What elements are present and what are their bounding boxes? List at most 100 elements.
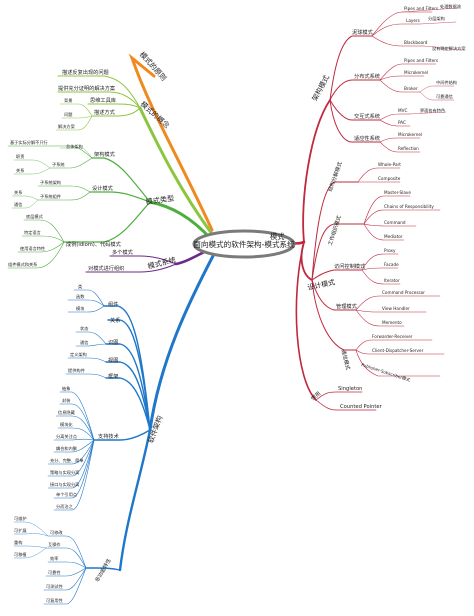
node-sw-nonfunc[interactable]: 非功能特性 (93, 557, 113, 583)
node-adapt-item-1[interactable]: Reflection (398, 146, 419, 151)
node-system-item-0[interactable]: 多个模式 (112, 248, 134, 256)
node-nf-3[interactable]: 可靠性 (48, 569, 61, 576)
edge-work-command (363, 223, 417, 227)
node-tech-6[interactable]: 充分、完整、简单 (50, 457, 84, 464)
node-inter-item-1[interactable]: PAC (398, 120, 406, 125)
node-mud[interactable]: 泥球模式 (352, 28, 374, 36)
node-nf-2[interactable]: 效率 (50, 555, 58, 562)
node-adapt-item-0[interactable]: Microkernel (398, 132, 422, 137)
node-work-item-2[interactable]: Command (384, 220, 406, 225)
node-concept-note-1: 问题 (64, 111, 73, 118)
edge-note-2 (419, 21, 457, 25)
node-mud-item-0[interactable]: Pipes and Filters (404, 6, 438, 11)
node-sw-group-2-item-0[interactable]: 状态 (80, 325, 88, 332)
node-mud-item-1[interactable]: Layers (406, 18, 420, 23)
edge-manage-memento (355, 309, 405, 327)
node-adapt[interactable]: 适应性系统 (354, 134, 380, 142)
node-types-design[interactable]: 设计模式 (92, 184, 114, 192)
node-work-item-1[interactable]: Chains of Responsibility (384, 204, 434, 209)
node-comm[interactable]: 通信模式 (340, 349, 353, 372)
node-sw-group-4-item-0[interactable]: 提供构件 (68, 367, 85, 374)
node-models[interactable]: 模式 (270, 232, 284, 241)
node-work-item-3[interactable]: Mediator (384, 234, 403, 239)
edge-tech-10 (53, 439, 95, 511)
node-sw-tech[interactable]: 支持技术 (98, 432, 119, 440)
node-tech-0[interactable]: 抽象 (62, 385, 70, 392)
node-types-idiom-item-0[interactable]: 底层模式 (26, 213, 44, 220)
edge-center-to-principle (128, 53, 214, 232)
node-sw-group-0-item-0[interactable]: 类 (78, 283, 83, 290)
node-system-item-1[interactable]: 对模式进行组织 (88, 264, 124, 272)
node-tech-7[interactable]: 策略与实现分离 (50, 469, 79, 476)
node-idiom[interactable]: 惯用 (309, 389, 322, 402)
node-concept-item-1[interactable]: 提供充分证明的解决方案 (58, 84, 116, 92)
node-types-design-item-1[interactable]: 子系统组件 (40, 193, 61, 200)
node-nf-4[interactable]: 可测试性 (46, 583, 63, 590)
node-sw-group-3[interactable]: 视图 (108, 356, 118, 364)
edge-nf-note-2 (13, 545, 47, 549)
node-nf-1[interactable]: 互操作 (48, 541, 61, 548)
edge-arch-top (7, 145, 93, 159)
edge-nf-0 (47, 535, 87, 569)
node-manage-item-1[interactable]: View Handler (382, 306, 410, 311)
node-nf-0[interactable]: 可修改 (50, 529, 63, 536)
node-tech-8[interactable]: 接口与实现分离 (50, 481, 79, 488)
node-types-arch-item-0[interactable]: 子系统 (52, 161, 65, 168)
node-access-item-0[interactable]: Proxy (384, 248, 396, 253)
node-dist-item-0[interactable]: Pipes and Filters (404, 58, 438, 63)
edge-software-lower (118, 428, 152, 572)
node-dist-item-2[interactable]: Broker (404, 86, 418, 91)
node-types-idiom-item-2[interactable]: 使用语言特性 (20, 245, 45, 252)
node-types-design-item-0[interactable]: 子系统架构 (40, 179, 61, 186)
node-idiom-item-1[interactable]: Counted Pointer (340, 404, 383, 410)
node-tech-3[interactable]: 模块化 (60, 421, 73, 428)
node-manage[interactable]: 管理模式 (336, 302, 358, 310)
node-tech-4[interactable]: 分离关注点 (56, 433, 77, 440)
node-concept-item-0[interactable]: 描述反复出现的问题 (62, 68, 109, 76)
node-tech-2[interactable]: 信息隐藏 (58, 409, 76, 416)
node-types-idiom-item-3[interactable]: 组件模式和关系 (8, 261, 37, 268)
node-inter[interactable]: 交互式系统 (354, 112, 380, 120)
node-types-idiom-item-1[interactable]: 特定语言 (24, 229, 41, 236)
node-sw-group-3-item-0[interactable]: 定义架构 (70, 351, 87, 358)
node-comm-item-2[interactable]: Publisher-Subscriber模式 (360, 361, 412, 384)
node-sw-group-2[interactable]: 识图 (108, 339, 118, 346)
node-access-item-2[interactable]: Iterator (384, 278, 400, 283)
node-manage-item-2[interactable]: Memento (382, 320, 402, 325)
node-dist-item-1[interactable]: Microkernel (404, 70, 428, 75)
node-concept-item-2[interactable]: 思维工具库 (90, 96, 116, 104)
node-sw-group-4[interactable]: 框架 (108, 372, 118, 380)
center-node[interactable]: 面向模式的软件架构-模式系统 (192, 229, 296, 259)
node-tech-9[interactable]: 单个引用点 (56, 491, 77, 498)
node-mud-item-2[interactable]: Blackboard (404, 40, 428, 45)
node-work[interactable]: 工作组织模式 (326, 214, 343, 247)
node-types-arch[interactable]: 架构模式 (94, 150, 116, 158)
node-tech-1[interactable]: 封装 (62, 397, 71, 404)
node-struct-item-0[interactable]: Whole-Part (378, 162, 401, 167)
node-sw-group-1[interactable]: 关系 (110, 316, 120, 324)
node-dist[interactable]: 分布式系统 (354, 72, 380, 80)
node-work-item-0[interactable]: Master-Slave (384, 190, 411, 195)
node-struct-item-1[interactable]: Composite (378, 176, 401, 181)
node-tech-10[interactable]: 分而治之 (56, 503, 74, 510)
edge-struct-whole (357, 167, 401, 183)
node-struct[interactable]: 结构分解模式 (326, 160, 344, 193)
node-arch-patterns[interactable]: 架构模式 (310, 74, 331, 103)
node-nf-5[interactable]: 可复用性 (46, 597, 63, 604)
node-idiom-item-0[interactable]: Singleton (338, 386, 362, 392)
node-types[interactable]: 模式类型 (145, 194, 175, 207)
node-sw-group-0-item-2[interactable]: 模块 (76, 305, 85, 312)
edge-nf-note-3 (13, 547, 47, 559)
node-comm-item-1[interactable]: Client-Dispatcher-Server (372, 348, 424, 353)
node-tech-5[interactable]: 耦合和内聚 (56, 445, 78, 452)
node-sw-group-0[interactable]: 组件 (108, 300, 118, 308)
node-sw-group-0-item-1[interactable]: 函数 (76, 293, 85, 300)
node-sw-group-2-item-1[interactable]: 通信 (80, 339, 88, 346)
node-inter-item-0[interactable]: MVC (398, 108, 407, 113)
node-concept-item-3[interactable]: 描述方式 (94, 108, 116, 116)
node-access[interactable]: 访问控制模式 (334, 262, 366, 270)
node-types-idiom[interactable]: 成例(idiom)、代码模式 (66, 240, 122, 248)
node-access-item-1[interactable]: Facade (384, 262, 399, 267)
node-manage-item-0[interactable]: Command Processor (382, 290, 425, 295)
node-comm-item-0[interactable]: Forwarder-Receiver (372, 334, 413, 339)
